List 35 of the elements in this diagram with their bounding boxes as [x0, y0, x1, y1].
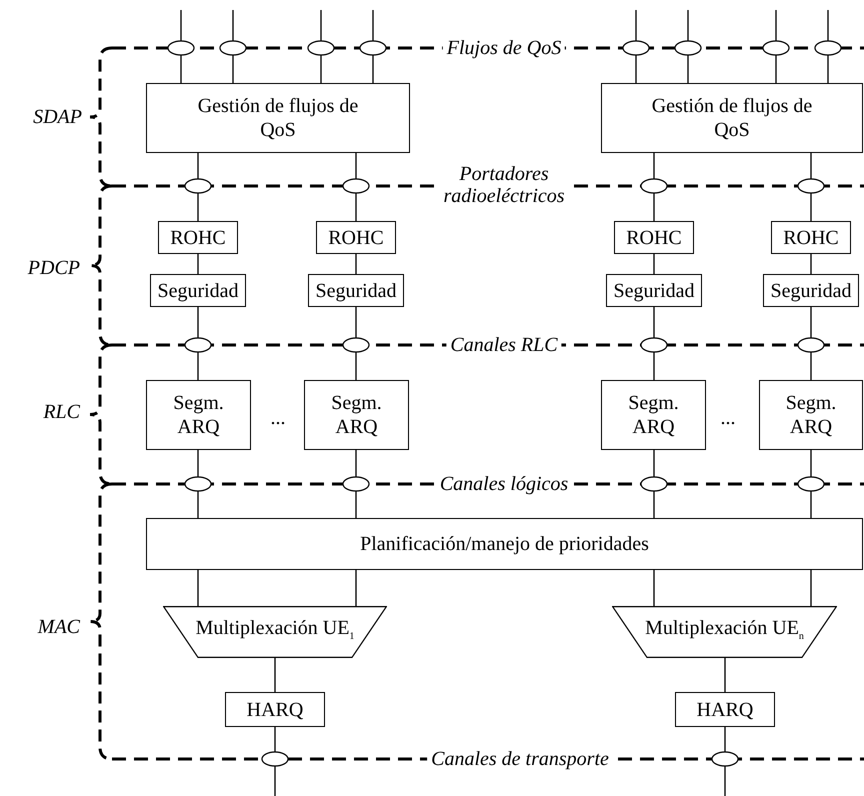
process-box: Seguridad	[308, 274, 404, 307]
layer-label: RLC	[42, 401, 81, 423]
process-box: HARQ	[225, 692, 325, 727]
connector-line	[355, 254, 357, 274]
process-box: Seguridad	[150, 274, 246, 307]
connector-line	[653, 254, 655, 274]
connector-line	[355, 570, 357, 606]
channel-label: Flujos de QoS	[442, 37, 566, 59]
process-box: Gestión de flujos de QoS	[146, 83, 410, 153]
layer-label: MAC	[36, 616, 81, 638]
connector-line	[724, 658, 726, 692]
connector-line	[197, 254, 199, 274]
multiplexer-trapezoid: Multiplexación UE$_{n}$	[612, 606, 837, 658]
channel-label: Canales de transporte	[427, 748, 613, 770]
connector-line	[274, 658, 276, 692]
connector-line	[653, 570, 655, 606]
connector-line	[810, 254, 812, 274]
multiplexer-trapezoid: Multiplexación UE$_{1}$	[163, 606, 387, 658]
process-box: Gestión de flujos de QoS	[601, 83, 863, 153]
process-box: Seguridad	[606, 274, 702, 307]
process-box: Segm. ARQ	[304, 380, 409, 450]
layer-label: SDAP	[32, 106, 83, 128]
process-box: Planificación/manejo de prioridades	[146, 518, 863, 570]
process-box: Segm. ARQ	[601, 380, 706, 450]
process-box: ROHC	[771, 221, 851, 254]
connector-line	[810, 570, 812, 606]
process-box: ROHC	[316, 221, 396, 254]
process-box: ROHC	[158, 221, 238, 254]
process-box: Seguridad	[763, 274, 859, 307]
process-box: Segm. ARQ	[146, 380, 251, 450]
process-box: ROHC	[614, 221, 694, 254]
layer-label: PDCP	[26, 257, 81, 279]
process-box: Segm. ARQ	[759, 380, 863, 450]
process-box: HARQ	[675, 692, 775, 727]
connector-line	[197, 570, 199, 606]
